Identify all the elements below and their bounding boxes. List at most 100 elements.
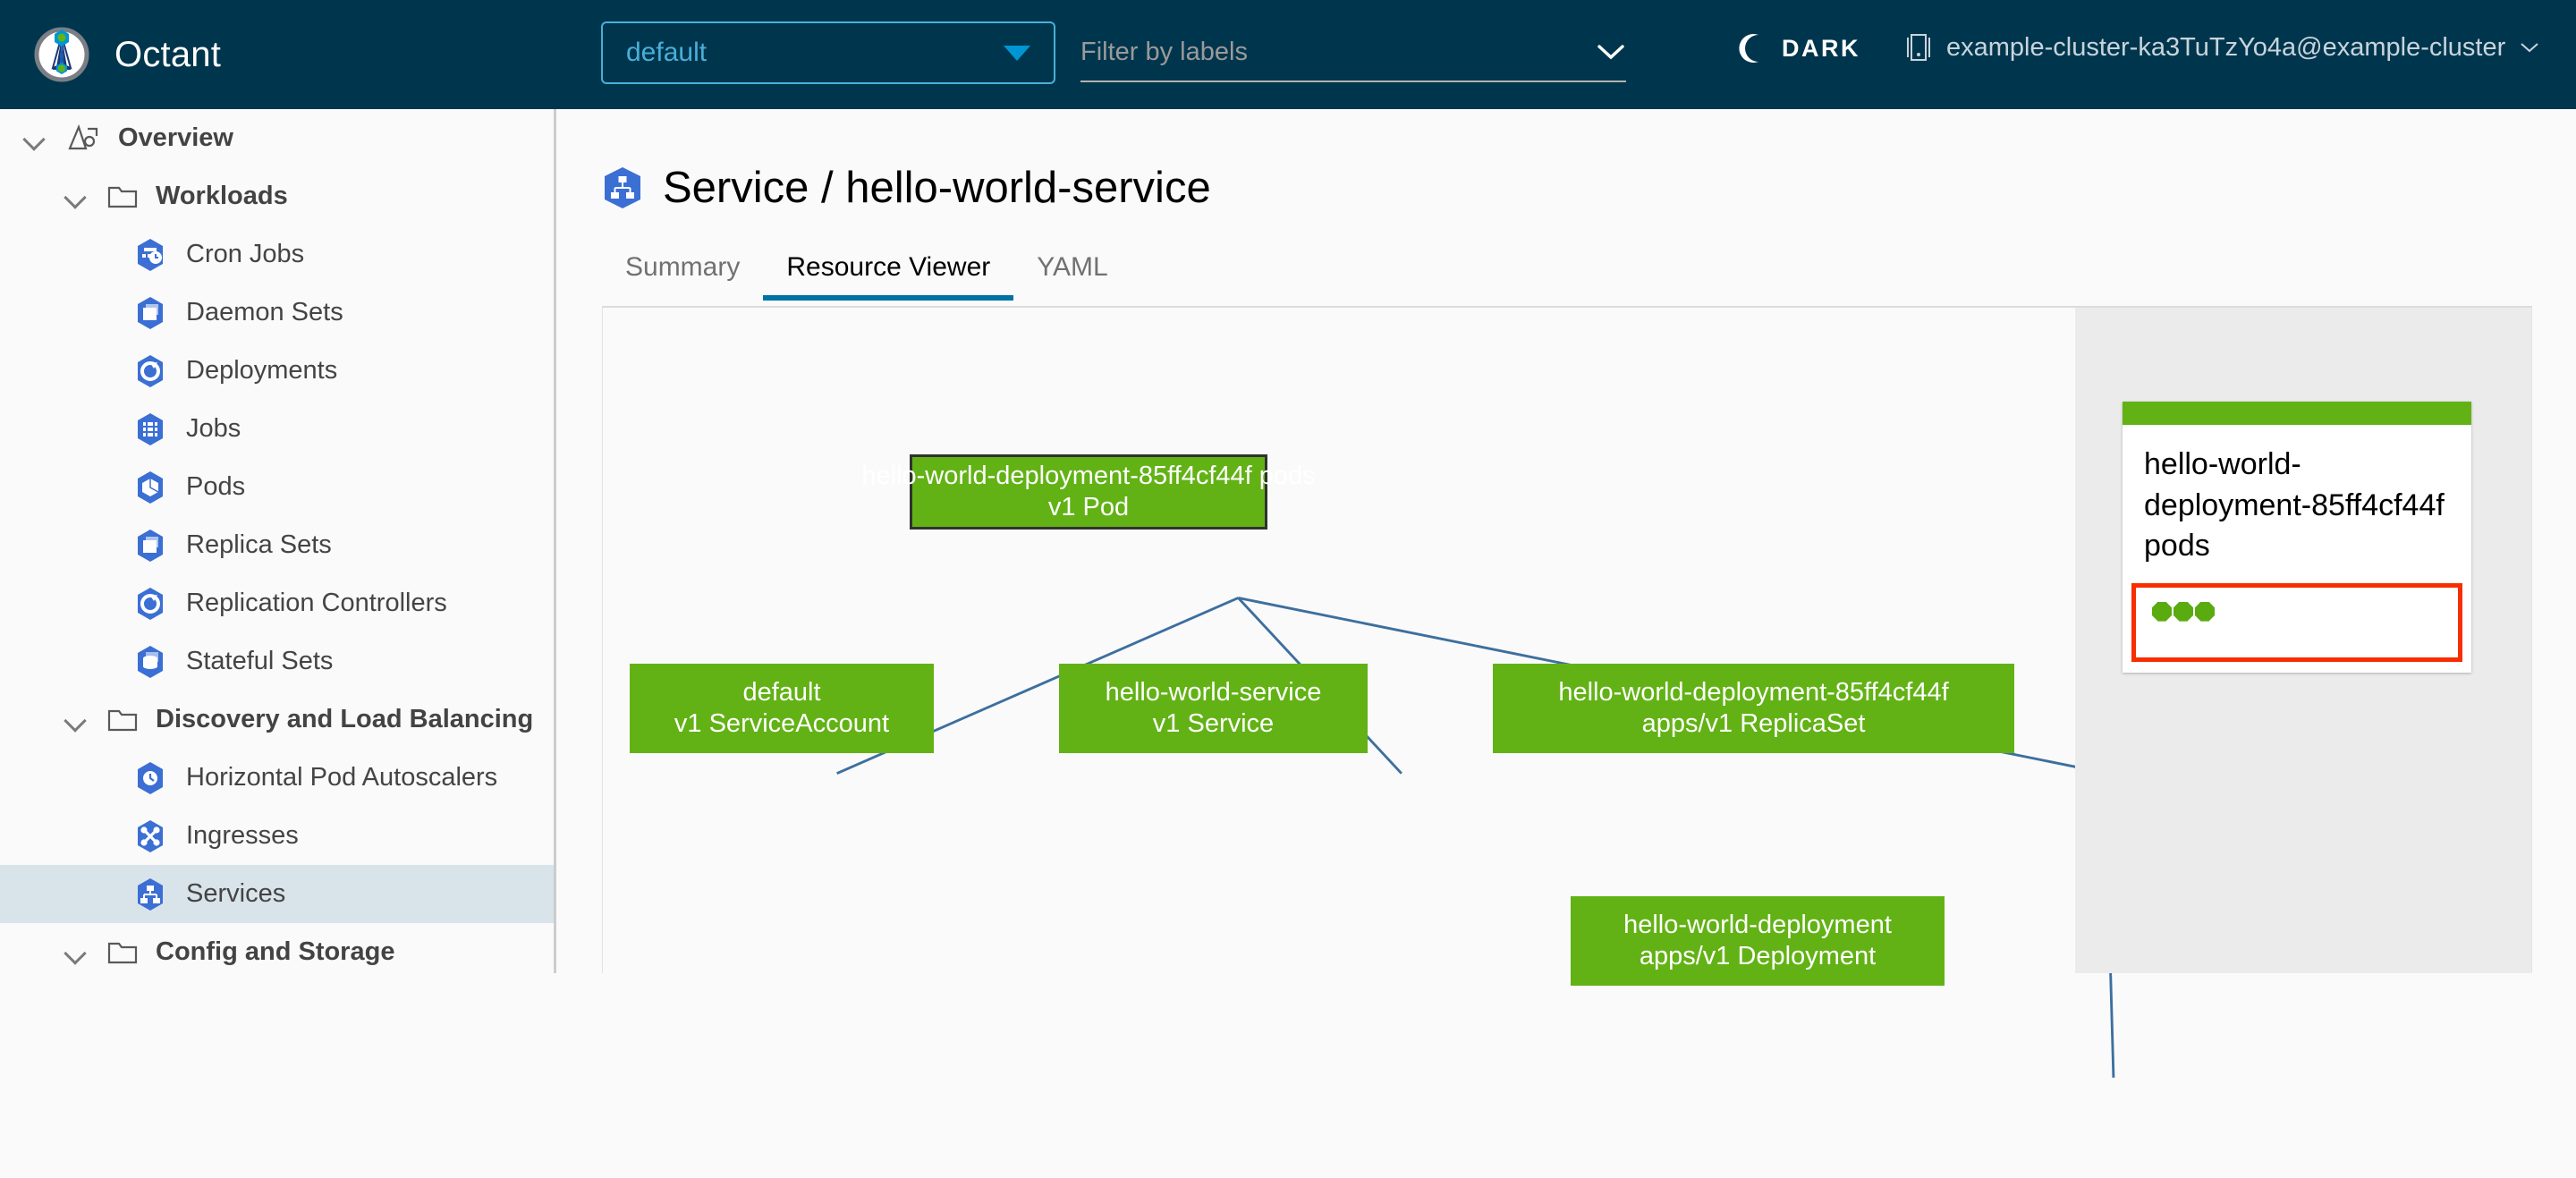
cluster-rack-icon [1907,34,1930,61]
job-icon [138,412,163,445]
dark-mode-toggle[interactable]: DARK [1737,32,1860,64]
sidebar-item-label: Horizontal Pod Autoscalers [186,763,498,792]
octant-logo-icon [32,25,91,84]
detail-card-status-bar [2123,402,2471,425]
sidebar-item-label: Config and Storage [156,937,395,966]
tab-bar[interactable]: Summary Resource Viewer YAML [602,252,2532,308]
sidebar-item-config-and-storage[interactable]: Config and Storage [0,923,554,973]
cluster-label: example-cluster-ka3TuTzYo4a@example-clus… [1946,32,2506,62]
daemonset-icon [138,296,163,329]
detail-card[interactable]: hello-world-deployment-85ff4cf44f pods [2123,402,2471,673]
chevron-down-icon[interactable] [64,185,88,208]
sidebar-item-replication-controllers[interactable]: Replication Controllers [0,574,554,632]
replicaset-icon [138,529,163,562]
sidebar-item-label: Stateful Sets [186,647,334,675]
sidebar-item-label: Cron Jobs [186,240,305,268]
chevron-down-icon[interactable] [64,941,88,964]
cluster-selector[interactable]: example-cluster-ka3TuTzYo4a@example-clus… [1905,32,2539,63]
overview-icon [68,123,98,149]
replicationcontroller-icon [138,587,163,620]
sidebar-item-label: Overview [118,123,233,152]
label-filter-placeholder: Filter by labels [1080,37,1248,66]
folder-icon [107,942,138,963]
node-details-panel: hello-world-deployment-85ff4cf44f pods [2075,308,2531,973]
sidebar-item-jobs[interactable]: Jobs [0,400,554,458]
sidebar-item-label: Discovery and Load Balancing [156,705,534,733]
graph-node-kind: apps/v1 ReplicaSet [1641,709,1866,738]
graph-node-name: default [742,677,821,707]
service-icon [138,877,163,911]
sidebar-item-label: Jobs [186,414,242,443]
chevron-down-icon [1004,45,1030,61]
page-title-text: Service / hello-world-service [663,164,1211,212]
pod-icon [138,470,163,504]
graph-node-name: hello-world-deployment-85ff4cf44f [1558,677,1949,707]
sidebar-item-label: Replication Controllers [186,589,447,617]
pod-status-dot[interactable] [2152,601,2172,622]
tab-yaml[interactable]: YAML [1037,252,1108,282]
pod-status-dot[interactable] [2195,601,2215,622]
sidebar-item-label: Deployments [186,356,338,385]
sidebar-item-stateful-sets[interactable]: Stateful Sets [0,632,554,691]
pod-status-dot[interactable] [2174,601,2193,622]
graph-node-name: hello-world-deployment-85ff4cf44f pods [861,461,1316,490]
sidebar-item-daemon-sets[interactable]: Daemon Sets [0,284,554,342]
app-title: Octant [114,34,222,74]
sidebar-item-deployments[interactable]: Deployments [0,342,554,400]
deployment-icon [138,354,163,387]
sidebar-item-label: Replica Sets [186,530,332,559]
graph-node-kind: v1 Service [1152,709,1275,738]
sidebar-item-discovery-and-load-balancing[interactable]: Discovery and Load Balancing [0,691,554,749]
sidebar-item-label: Daemon Sets [186,298,343,326]
sidebar-item-label: Pods [186,472,246,501]
chevron-down-icon[interactable] [64,708,88,732]
sidebar-item-workloads[interactable]: Workloads [0,167,554,225]
moon-icon [1739,34,1758,63]
dark-mode-label: DARK [1782,34,1860,62]
sidebar-item-replica-sets[interactable]: Replica Sets [0,516,554,574]
pod-status-dots[interactable] [2131,582,2462,662]
ingress-icon [138,819,163,852]
sidebar-item-pods[interactable]: Pods [0,458,554,516]
sidebar-item-label: Services [186,879,286,908]
service-icon [605,167,640,208]
sidebar-item-label: Ingresses [186,821,299,850]
folder-icon [107,709,138,731]
tab-summary[interactable]: Summary [625,252,741,282]
tab-resource-viewer[interactable]: Resource Viewer [763,252,1014,301]
page-title: Service / hello-world-service [602,163,1211,213]
chevron-down-icon[interactable] [23,127,47,150]
folder-icon [107,186,138,208]
graph-node-name: hello-world-deployment [1623,910,1892,939]
hpa-icon [138,761,163,794]
graph-node-kind: v1 Pod [1047,493,1130,521]
namespace-value: default [626,38,708,67]
chevron-down-icon [2521,43,2538,53]
sidebar-item-ingresses[interactable]: Ingresses [0,807,554,865]
graph-node-pod[interactable]: hello-world-deployment-85ff4cf44f pods v1… [861,454,1316,530]
sidebar-item-overview[interactable]: Overview [0,109,554,167]
brand[interactable]: Octant [32,25,221,84]
app-header: Octant default Filter by labels DARK exa… [0,0,2576,109]
graph-node-kind: v1 ServiceAccount [674,709,890,738]
graph-node-deployment[interactable]: hello-world-deployment apps/v1 Deployment [1571,896,1945,986]
sidebar-item-services[interactable]: Services [0,865,554,923]
chevron-down-icon [1597,45,1624,60]
cronjob-icon [138,238,163,271]
main-content: Service / hello-world-service Summary Res… [559,109,2576,1078]
resource-graph-nodes: hello-world-deployment-85ff4cf44f pods v1… [603,308,2531,986]
resource-viewer-canvas: hello-world-deployment-85ff4cf44f pods v1… [602,308,2532,1078]
graph-node-name: hello-world-service [1105,677,1322,707]
sidebar-item-cron-jobs[interactable]: Cron Jobs [0,225,554,284]
sidebar-item-horizontal-pod-autoscalers[interactable]: Horizontal Pod Autoscalers [0,749,554,807]
label-filter-input[interactable]: Filter by labels [1080,23,1626,82]
graph-node-kind: apps/v1 Deployment [1639,942,1877,970]
sidebar-item-label: Workloads [156,182,288,210]
detail-card-title: hello-world-deployment-85ff4cf44f pods [2144,447,2445,564]
statefulset-icon [138,645,163,678]
namespace-selector[interactable]: default [601,21,1055,84]
